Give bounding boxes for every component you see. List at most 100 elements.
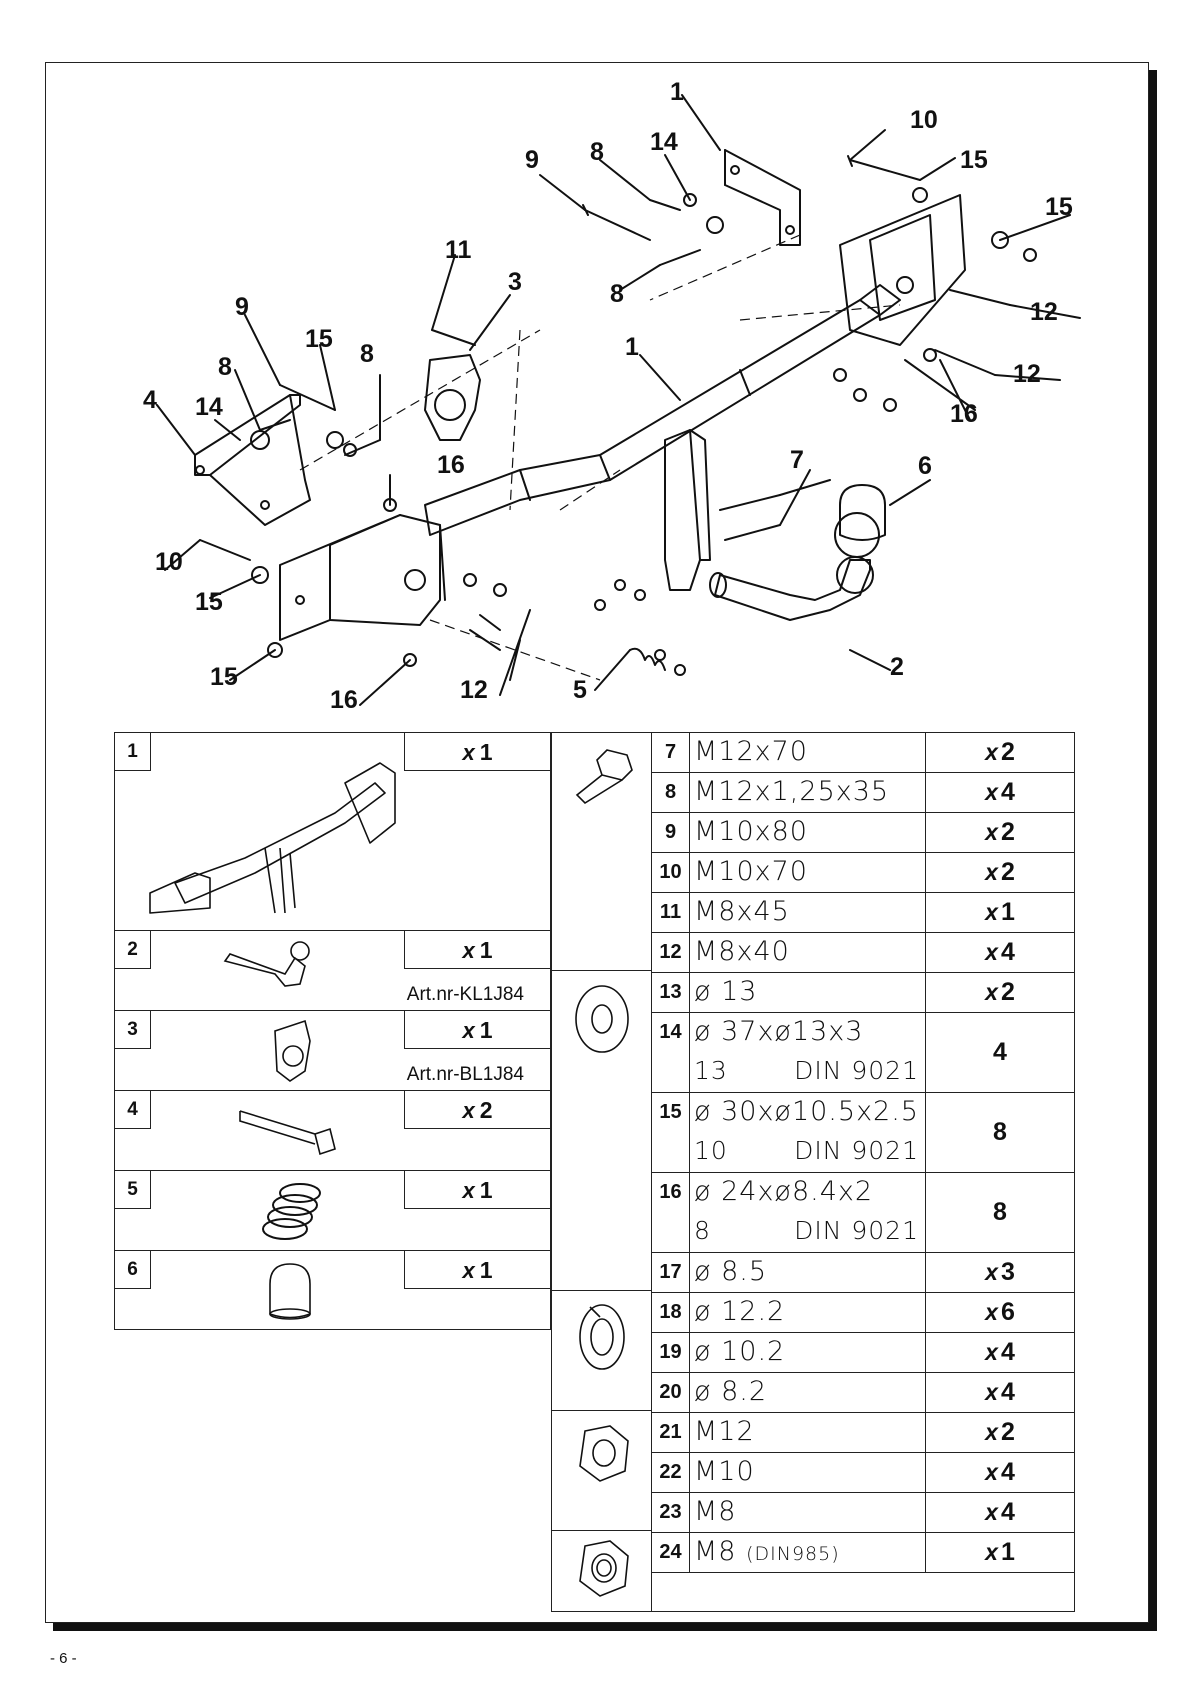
bolt-10-right bbox=[847, 155, 921, 181]
bolt-9-top bbox=[582, 204, 651, 241]
bolt-group bbox=[552, 733, 652, 971]
part-number: 12 bbox=[652, 933, 690, 972]
callout: 12 bbox=[1030, 298, 1058, 326]
part-number: 17 bbox=[652, 1253, 690, 1292]
frame-shadow-right bbox=[1149, 70, 1157, 1631]
callout: 9 bbox=[525, 146, 539, 174]
callout: 8 bbox=[360, 340, 374, 368]
bolt-8-left2 bbox=[344, 439, 381, 456]
exploded-assembly-drawing: 1 10 15 15 12 12 16 9 8 14 8 11 3 1 9 15… bbox=[143, 78, 1081, 714]
flat-washer-icon bbox=[575, 985, 629, 1053]
page-frame bbox=[45, 62, 1149, 1623]
callout: 1 bbox=[625, 333, 639, 361]
callout: 15 bbox=[305, 325, 333, 353]
callout: 3 bbox=[508, 268, 522, 296]
ball-cap-part-6 bbox=[839, 484, 886, 541]
callout-labels: 1 10 15 15 12 12 16 9 8 14 8 11 3 1 9 15… bbox=[143, 78, 1073, 714]
bolt-12-left-a bbox=[479, 614, 501, 631]
bolt-8-top bbox=[649, 199, 681, 211]
callout: 6 bbox=[918, 452, 932, 480]
part-number: 11 bbox=[652, 893, 690, 932]
callout: 14 bbox=[195, 393, 223, 421]
part-number: 8 bbox=[652, 773, 690, 812]
callout: 16 bbox=[950, 400, 978, 428]
crossbar-thumbnail bbox=[149, 762, 396, 914]
part-number: 13 bbox=[652, 973, 690, 1012]
bolt-12-right-b bbox=[934, 349, 996, 376]
right-mount-bracket bbox=[839, 194, 966, 346]
callout: 14 bbox=[650, 128, 678, 156]
part-spec: ø 8.5 bbox=[690, 1253, 926, 1292]
part-number: 23 bbox=[652, 1493, 690, 1532]
part-number: 21 bbox=[652, 1413, 690, 1452]
part-number: 3 bbox=[115, 1011, 151, 1049]
part-spec: M12x1,25x35 bbox=[690, 773, 926, 812]
bolt-7a bbox=[719, 494, 781, 511]
part-number: 4 bbox=[115, 1091, 151, 1129]
part-number: 20 bbox=[652, 1373, 690, 1412]
part-number: 19 bbox=[652, 1333, 690, 1372]
callout: 8 bbox=[610, 280, 624, 308]
callout: 8 bbox=[218, 353, 232, 381]
part-spec: M8x40 bbox=[690, 933, 926, 972]
part-spec: M12 bbox=[690, 1413, 926, 1452]
hex-nut-icon bbox=[579, 1425, 629, 1482]
part-number: 24 bbox=[652, 1533, 690, 1572]
right-arm-part-4 bbox=[724, 149, 801, 246]
spring-washer-icon bbox=[579, 1304, 625, 1370]
callout: 5 bbox=[573, 676, 587, 704]
bolt-12-right-a bbox=[949, 289, 1011, 306]
callout: 2 bbox=[890, 653, 904, 681]
article-number: Art.nr-BL1J84 bbox=[406, 1064, 524, 1085]
tow-ball-neck-part-2 bbox=[714, 559, 871, 621]
part-spec: ø 12.2 bbox=[690, 1293, 926, 1332]
spring-part-5 bbox=[629, 647, 666, 671]
hex-nut-group bbox=[552, 1411, 652, 1531]
part-number: 7 bbox=[652, 733, 690, 772]
spring-thumbnail bbox=[262, 1183, 321, 1240]
frame-shadow-bottom bbox=[53, 1623, 1157, 1631]
bolt-9-left bbox=[279, 384, 336, 411]
callout: 16 bbox=[330, 686, 358, 714]
bolt-8-lower bbox=[659, 249, 701, 266]
lock-nut-group bbox=[552, 1531, 652, 1611]
bolt-11 bbox=[431, 329, 476, 346]
part-spec: M10x70 bbox=[690, 853, 926, 892]
part-number: 18 bbox=[652, 1293, 690, 1332]
spring-washer-group bbox=[552, 1291, 652, 1411]
callout: 16 bbox=[437, 451, 465, 479]
part-spec: M8 bbox=[690, 1493, 926, 1532]
part-spec: M8x45 bbox=[690, 893, 926, 932]
cap-thumbnail bbox=[269, 1263, 311, 1320]
part-number: 9 bbox=[652, 813, 690, 852]
callout: 10 bbox=[155, 548, 183, 576]
